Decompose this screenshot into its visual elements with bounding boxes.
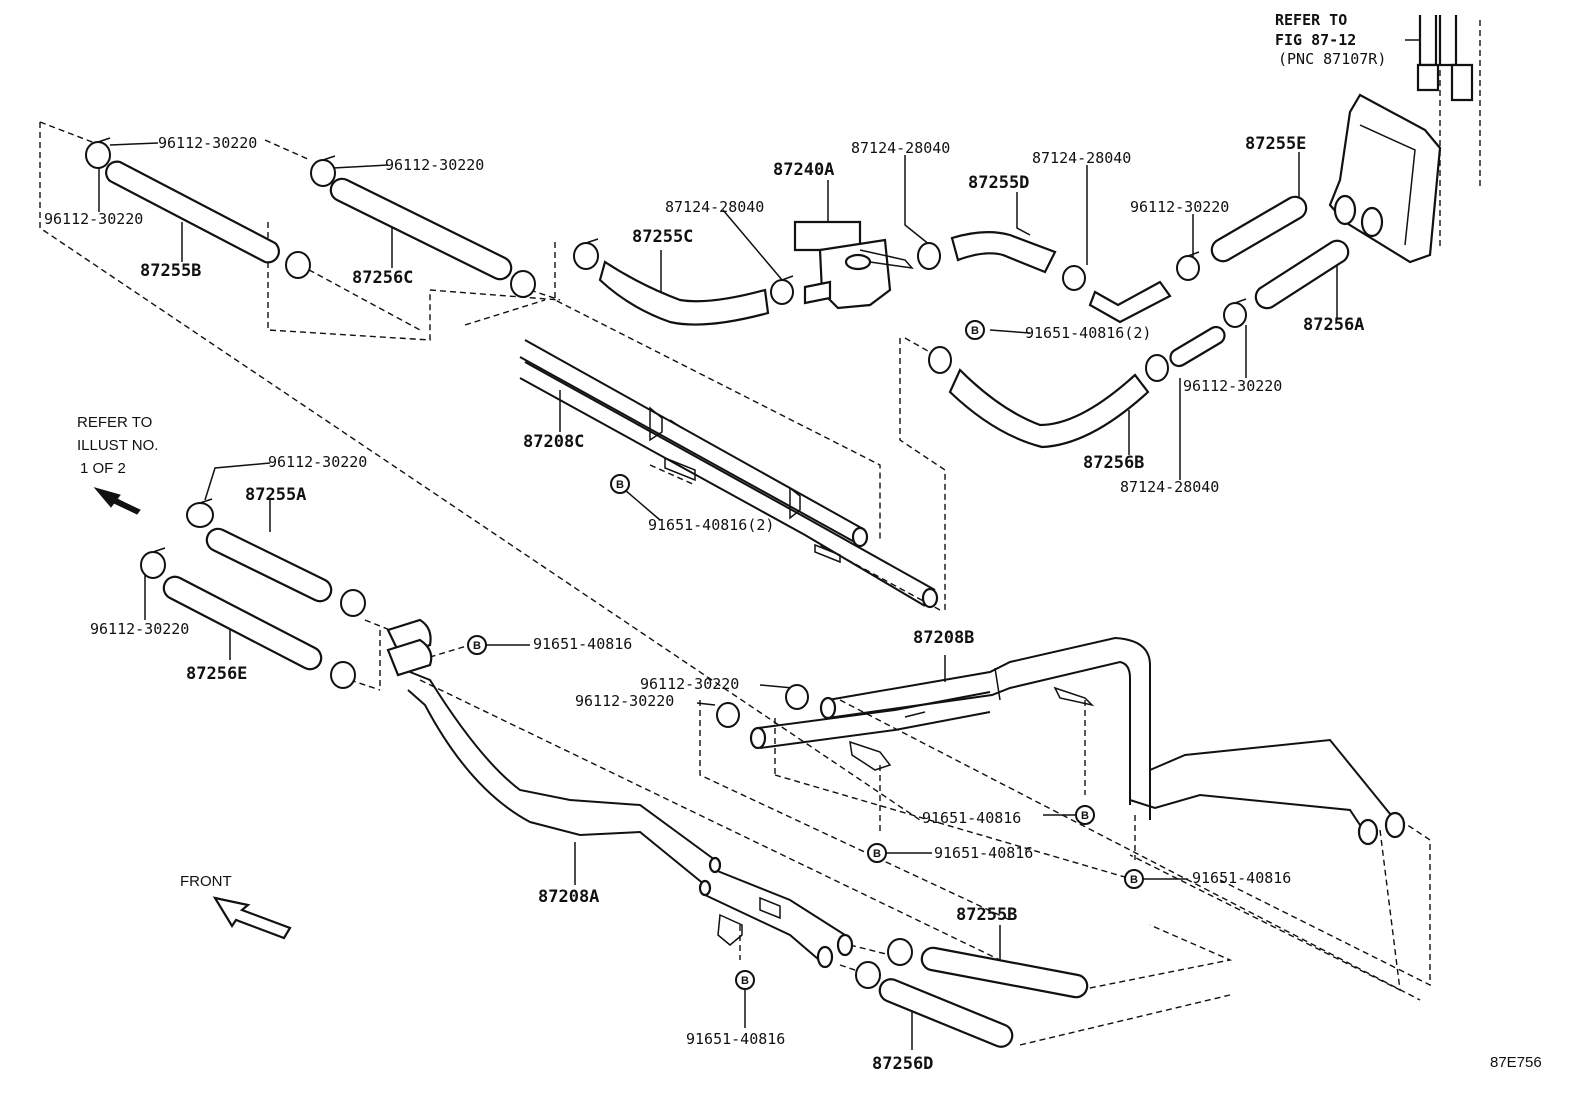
hoses bbox=[105, 15, 1474, 1048]
front-arrow-icon bbox=[212, 896, 292, 940]
part-label-bolt: 91651-40816 bbox=[922, 809, 1021, 827]
svg-text:B: B bbox=[873, 848, 881, 860]
svg-text:1 OF 2: 1 OF 2 bbox=[80, 460, 126, 477]
part-label-clamp: 96112-30220 bbox=[90, 620, 189, 638]
refer-note-top: REFER TO FIG 87-12 (PNC 87107R) bbox=[1275, 11, 1386, 68]
part-label-bolt: 91651-40816 bbox=[1192, 869, 1291, 887]
svg-text:B: B bbox=[1081, 810, 1089, 822]
part-label-87208B: 87208B bbox=[913, 628, 974, 648]
part-label-87208C: 87208C bbox=[523, 432, 584, 452]
part-labels: 87255B 87256C 87255C 87240A 87255D 87255… bbox=[44, 134, 1364, 1074]
bolt-symbol-icon: B bbox=[867, 843, 887, 863]
svg-text:FIG 87-12: FIG 87-12 bbox=[1275, 31, 1356, 49]
part-label-87256D: 87256D bbox=[872, 1054, 933, 1074]
bolt-symbol-icon: B bbox=[735, 970, 755, 990]
part-label-87124: 87124-28040 bbox=[665, 198, 764, 216]
assembly-lines bbox=[39, 20, 1481, 1046]
part-label-clamp: 96112-30220 bbox=[1130, 198, 1229, 216]
part-label-bolt: 91651-40816(2) bbox=[1025, 324, 1151, 342]
part-label-clamp: 96112-30220 bbox=[268, 453, 367, 471]
front-label: FRONT bbox=[180, 873, 232, 890]
bolt-symbol-icon: B bbox=[965, 320, 985, 340]
bolt-symbol-icon: B bbox=[1075, 805, 1095, 825]
svg-text:B: B bbox=[971, 325, 979, 337]
refer-note-left: REFER TO ILLUST NO. 1 OF 2 bbox=[77, 414, 158, 477]
part-label-87255E: 87255E bbox=[1245, 134, 1306, 154]
part-label-bolt: 91651-40816 bbox=[533, 635, 632, 653]
part-label-clamp: 96112-30220 bbox=[1183, 377, 1282, 395]
svg-text:(PNC 87107R): (PNC 87107R) bbox=[1278, 50, 1386, 68]
part-label-clamp: 96112-30220 bbox=[385, 156, 484, 174]
part-label-bolt: 91651-40816 bbox=[686, 1030, 785, 1048]
part-label-87255B-top: 87255B bbox=[140, 261, 201, 281]
svg-text:B: B bbox=[473, 640, 481, 652]
part-label-87255D: 87255D bbox=[968, 173, 1029, 193]
part-label-clamp: 96112-30220 bbox=[44, 210, 143, 228]
part-label-87124: 87124-28040 bbox=[1120, 478, 1219, 496]
part-label-87256B: 87256B bbox=[1083, 453, 1144, 473]
svg-text:B: B bbox=[741, 975, 749, 987]
leader-lines bbox=[98, 39, 1425, 1050]
illustration-code: 87E756 bbox=[1490, 1054, 1542, 1071]
part-label-87255B-bottom: 87255B bbox=[956, 905, 1017, 925]
part-label-bolt: 91651-40816(2) bbox=[648, 516, 774, 534]
part-label-87240A: 87240A bbox=[773, 160, 834, 180]
bolt-symbol-icon: B bbox=[1124, 869, 1144, 889]
part-label-87256E: 87256E bbox=[186, 664, 247, 684]
part-label-bolt: 91651-40816 bbox=[934, 844, 1033, 862]
part-label-87256A: 87256A bbox=[1303, 315, 1364, 335]
svg-text:REFER TO: REFER TO bbox=[1275, 11, 1347, 29]
bolts: B B B B B B B bbox=[467, 320, 1144, 990]
part-label-clamp: 96112-30220 bbox=[640, 675, 739, 693]
svg-text:B: B bbox=[1130, 874, 1138, 886]
bolt-symbol-icon: B bbox=[467, 635, 487, 655]
bolt-symbol-icon: B bbox=[610, 474, 630, 494]
part-label-87255A: 87255A bbox=[245, 485, 306, 505]
clamps bbox=[85, 137, 1247, 989]
pipes bbox=[386, 220, 1406, 969]
part-label-87208A: 87208A bbox=[538, 887, 599, 907]
part-label-clamp: 96112-30220 bbox=[575, 692, 674, 710]
svg-text:REFER TO: REFER TO bbox=[77, 414, 152, 431]
part-label-87255C: 87255C bbox=[632, 227, 693, 247]
part-label-87124: 87124-28040 bbox=[1032, 149, 1131, 167]
part-label-clamp: 96112-30220 bbox=[158, 134, 257, 152]
part-label-87256C: 87256C bbox=[352, 268, 413, 288]
svg-text:ILLUST NO.: ILLUST NO. bbox=[77, 437, 158, 454]
part-label-87124: 87124-28040 bbox=[851, 139, 950, 157]
refer-arrow-icon bbox=[93, 487, 141, 515]
svg-text:B: B bbox=[616, 479, 624, 491]
